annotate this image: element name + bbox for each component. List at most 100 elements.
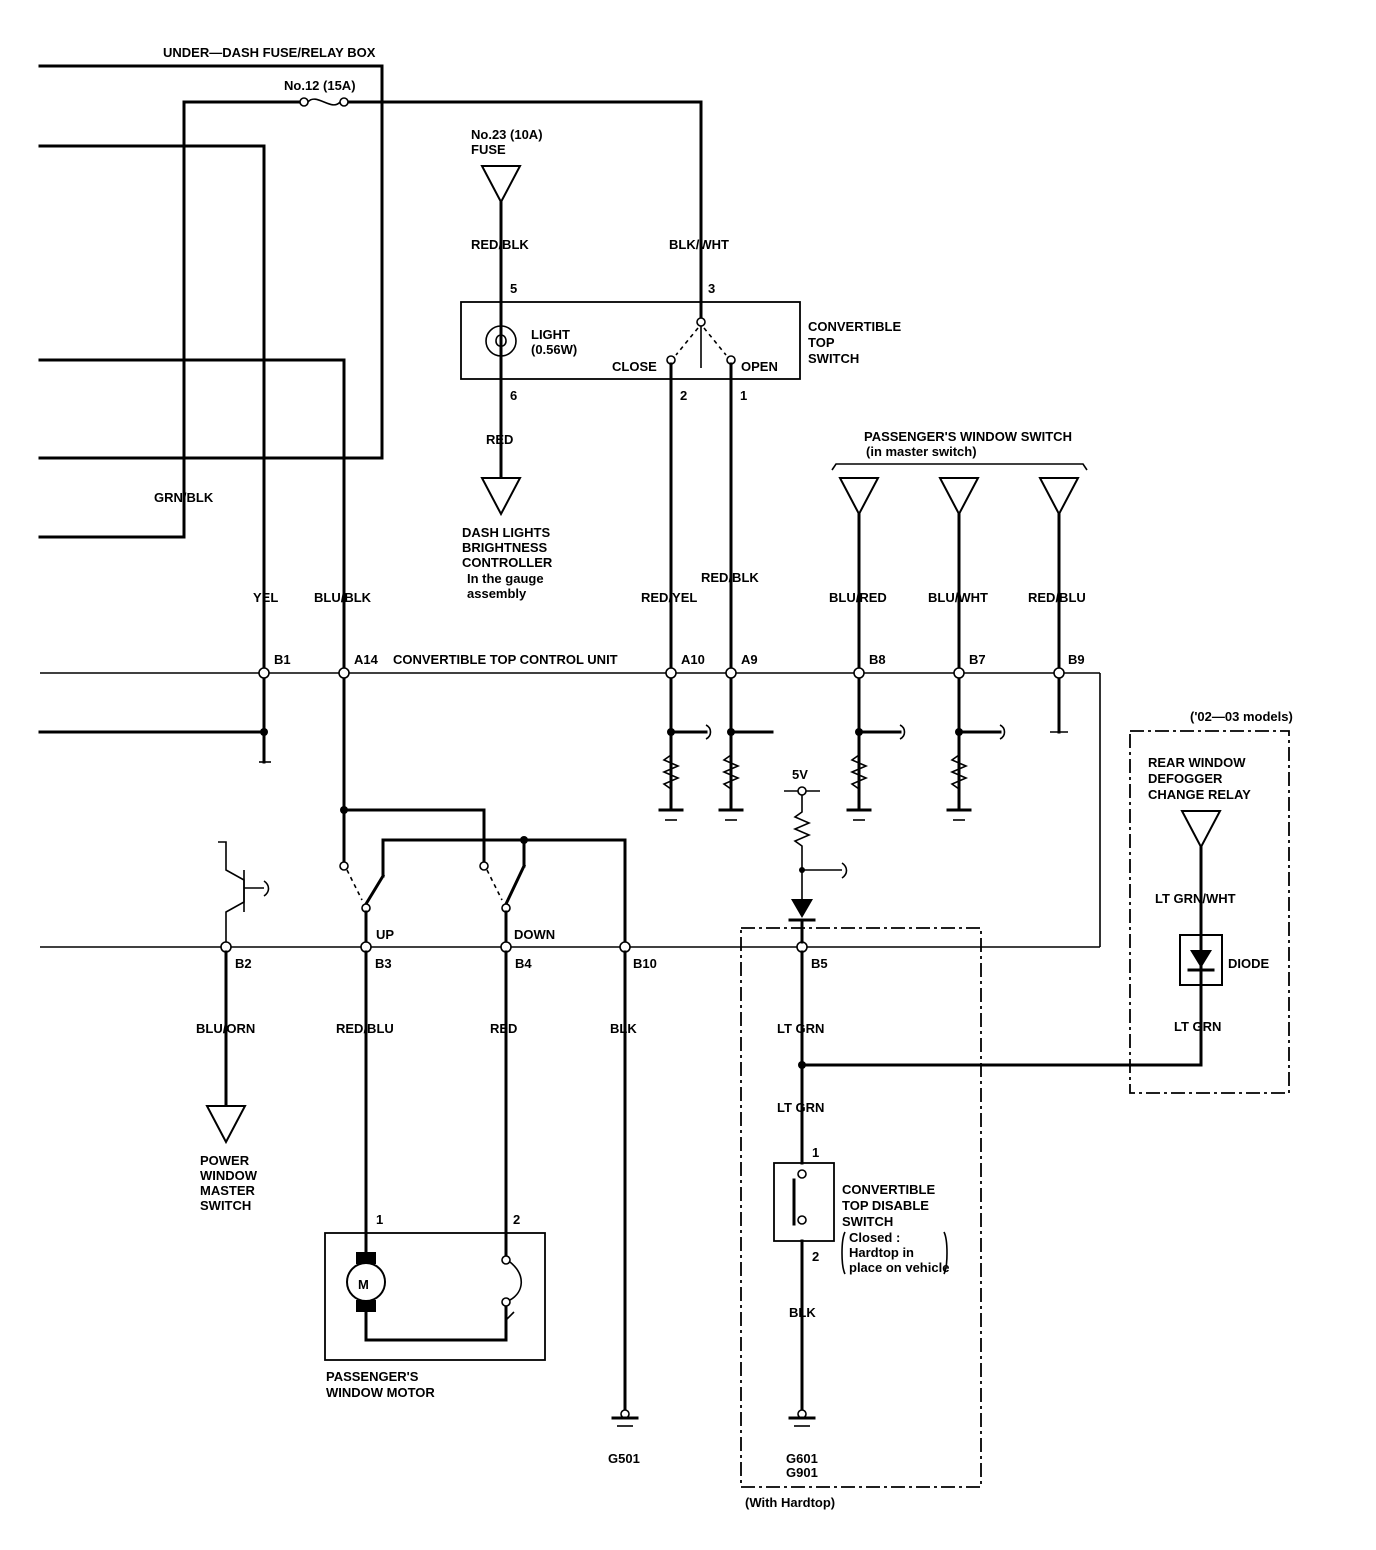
motor-symbol: M (358, 1277, 369, 1292)
fuse-23-sub: FUSE (471, 142, 506, 157)
conv-switch-label-2: TOP (808, 335, 835, 350)
defogger-region (1129, 730, 1290, 1094)
wire-yel: YEL (253, 590, 278, 605)
fuse-box-label: UNDER—DASH FUSE/RELAY BOX (163, 45, 376, 60)
master-switch-connector-icon (205, 1105, 247, 1145)
passenger-window-motor-box (324, 1232, 546, 1361)
disable-note-1: Closed : (849, 1230, 900, 1245)
connector-b7: B7 (969, 652, 986, 667)
open-label: OPEN (741, 359, 778, 374)
light-bulb-icon (485, 325, 517, 357)
switch-pin-1: 1 (812, 1145, 819, 1160)
disable-switch-1: CONVERTIBLE (842, 1182, 936, 1197)
up-down-relay-contacts (339, 806, 627, 949)
pin-3: 3 (708, 281, 715, 296)
pwm-switch-1: POWER (200, 1153, 250, 1168)
motor-pin-2: 2 (513, 1212, 520, 1227)
wire-red-yel: RED/YEL (641, 590, 697, 605)
relay-label-1: REAR WINDOW (1148, 755, 1246, 770)
motor-label-2: WINDOW MOTOR (326, 1385, 435, 1400)
switch-connector-3-icon (1038, 477, 1080, 517)
conv-switch-label-1: CONVERTIBLE (808, 319, 902, 334)
relay-label-3: CHANGE RELAY (1148, 787, 1251, 802)
pwm-switch-2: WINDOW (200, 1168, 258, 1183)
connector-b4: B4 (515, 956, 532, 971)
connector-a14: A14 (354, 652, 379, 667)
convertible-top-switch-box (460, 301, 801, 380)
switch-pin-2: 2 (812, 1249, 819, 1264)
wire-blu-blk: BLU/BLK (314, 590, 372, 605)
pin-5: 5 (510, 281, 517, 296)
wire-lt-grn-wht: LT GRN/WHT (1155, 891, 1236, 906)
transistor-icon (218, 841, 270, 947)
connector-b8: B8 (869, 652, 886, 667)
wire-blk-2: BLK (789, 1305, 816, 1320)
hardtop-region (740, 927, 982, 1488)
connector-b5: B5 (811, 956, 828, 971)
wire-blu-red: BLU/RED (829, 590, 887, 605)
connector-b1: B1 (274, 652, 291, 667)
wire-blu-wht: BLU/WHT (928, 590, 988, 605)
disable-note-2: Hardtop in (849, 1245, 914, 1260)
connector-b9: B9 (1068, 652, 1085, 667)
up-label: UP (376, 927, 394, 942)
ground-g501: G501 (608, 1451, 640, 1466)
close-label: CLOSE (612, 359, 657, 374)
dash-ctrl-3: CONTROLLER (462, 555, 553, 570)
connector-b3: B3 (375, 956, 392, 971)
switch-connector-2-icon (938, 477, 980, 517)
diode-icon (791, 899, 813, 918)
passenger-window-switch-label: PASSENGER'S WINDOW SWITCH (864, 429, 1072, 444)
wire-red: RED (490, 1021, 517, 1036)
control-unit-label: CONVERTIBLE TOP CONTROL UNIT (393, 652, 618, 667)
relay-label-2: DEFOGGER (1148, 771, 1223, 786)
wire-red-top: RED (486, 432, 513, 447)
connector-a9: A9 (741, 652, 758, 667)
connector-b2: B2 (235, 956, 252, 971)
fuse-12-label: No.12 (15A) (284, 78, 356, 93)
diode-label: DIODE (1228, 956, 1270, 971)
wire-grn-blk: GRN/BLK (154, 490, 214, 505)
disable-note-3: place on vehicle (849, 1260, 949, 1275)
pwm-switch-3: MASTER (200, 1183, 256, 1198)
wire-red-blk-2: RED/BLK (701, 570, 759, 585)
connector-b10: B10 (633, 956, 657, 971)
disable-switch-3: SWITCH (842, 1214, 893, 1229)
disable-switch-2: TOP DISABLE (842, 1198, 929, 1213)
fuse-relay-box (38, 64, 703, 812)
wire-blk: BLK (610, 1021, 637, 1036)
wire-blu-orn: BLU/ORN (196, 1021, 255, 1036)
conv-switch-label-3: SWITCH (808, 351, 859, 366)
pin-2: 2 (680, 388, 687, 403)
wire-red-blu: RED/BLU (336, 1021, 394, 1036)
wire-red-blk: RED/BLK (471, 237, 529, 252)
wire-red-blu-top: RED/BLU (1028, 590, 1086, 605)
light-watt-label: (0.56W) (531, 342, 577, 357)
motor-pin-1: 1 (376, 1212, 383, 1227)
models-label: ('02—03 models) (1190, 709, 1293, 724)
wire-lt-grn-1: LT GRN (777, 1021, 824, 1036)
motor-label-1: PASSENGER'S (326, 1369, 419, 1384)
down-label: DOWN (514, 927, 555, 942)
fuse-23-label: No.23 (10A) (471, 127, 543, 142)
dash-controller-connector-icon (480, 477, 522, 517)
ground-g601: G601 (786, 1451, 818, 1466)
pin-6: 6 (510, 388, 517, 403)
passenger-window-switch-sub: (in master switch) (866, 444, 977, 459)
dash-ctrl-2: BRIGHTNESS (462, 540, 548, 555)
convertible-top-disable-switch-box (773, 1162, 835, 1242)
control-unit-line (40, 672, 1101, 948)
motor-icon (346, 1262, 386, 1302)
dash-ctrl-4: In the gauge (467, 571, 544, 586)
hardtop-label: (With Hardtop) (745, 1495, 835, 1510)
dash-ctrl-1: DASH LIGHTS (462, 525, 550, 540)
switch-connector-1-icon (838, 477, 880, 517)
connector-a10: A10 (681, 652, 705, 667)
pwm-switch-4: SWITCH (200, 1198, 251, 1213)
supply-5v-label: 5V (792, 767, 808, 782)
dash-ctrl-5: assembly (467, 586, 527, 601)
wire-lt-grn-3: LT GRN (1174, 1019, 1221, 1034)
pull-down-resistors (658, 724, 1068, 821)
light-label: LIGHT (531, 327, 570, 342)
